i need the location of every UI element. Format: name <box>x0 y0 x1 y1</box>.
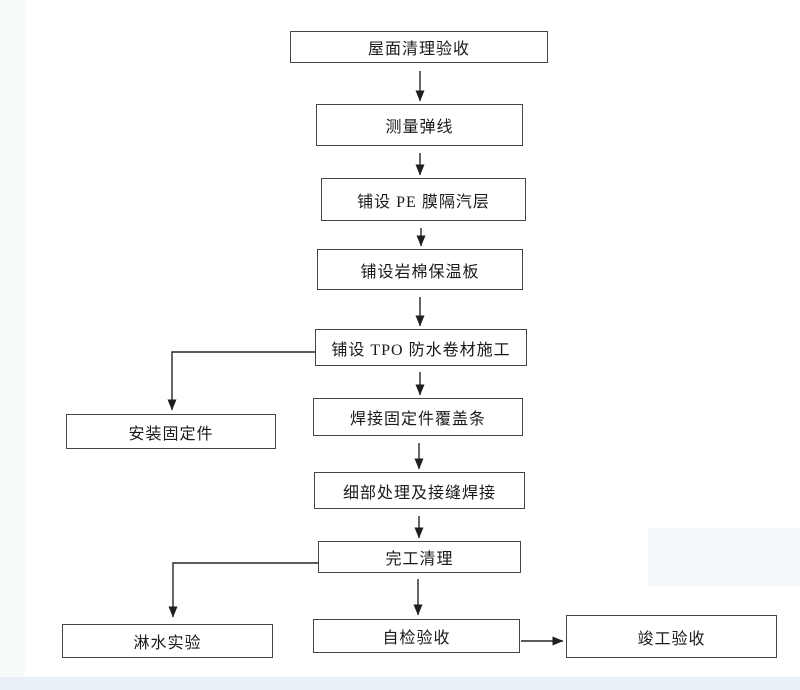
flow-node-install-fastener: 安装固定件 <box>66 414 276 449</box>
flow-node-self-inspection: 自检验收 <box>313 619 520 653</box>
flow-node-pe-film-vapor-layer: 铺设 PE 膜隔汽层 <box>321 178 526 221</box>
scan-tint-right-patch <box>648 528 800 586</box>
flow-node-completion-acceptance: 竣工验收 <box>566 615 777 658</box>
flow-node-water-spray-test: 淋水实验 <box>62 624 273 658</box>
scan-tint-left-strip <box>0 0 25 690</box>
flow-node-rock-wool-insulation: 铺设岩棉保温板 <box>317 249 523 290</box>
flow-node-measure-line: 测量弹线 <box>316 104 523 146</box>
arrow-cleanup-to-water <box>168 562 318 618</box>
flow-node-detail-seam-weld: 细部处理及接缝焊接 <box>314 472 525 509</box>
flow-node-tpo-membrane: 铺设 TPO 防水卷材施工 <box>315 329 527 366</box>
arrow-tpo-to-fastener <box>167 351 315 411</box>
scan-tint-bottom-band <box>0 677 800 690</box>
flow-node-final-cleanup: 完工清理 <box>318 541 521 573</box>
flow-node-roof-clean: 屋面清理验收 <box>290 31 548 63</box>
flow-node-weld-cover-strip: 焊接固定件覆盖条 <box>313 398 523 436</box>
